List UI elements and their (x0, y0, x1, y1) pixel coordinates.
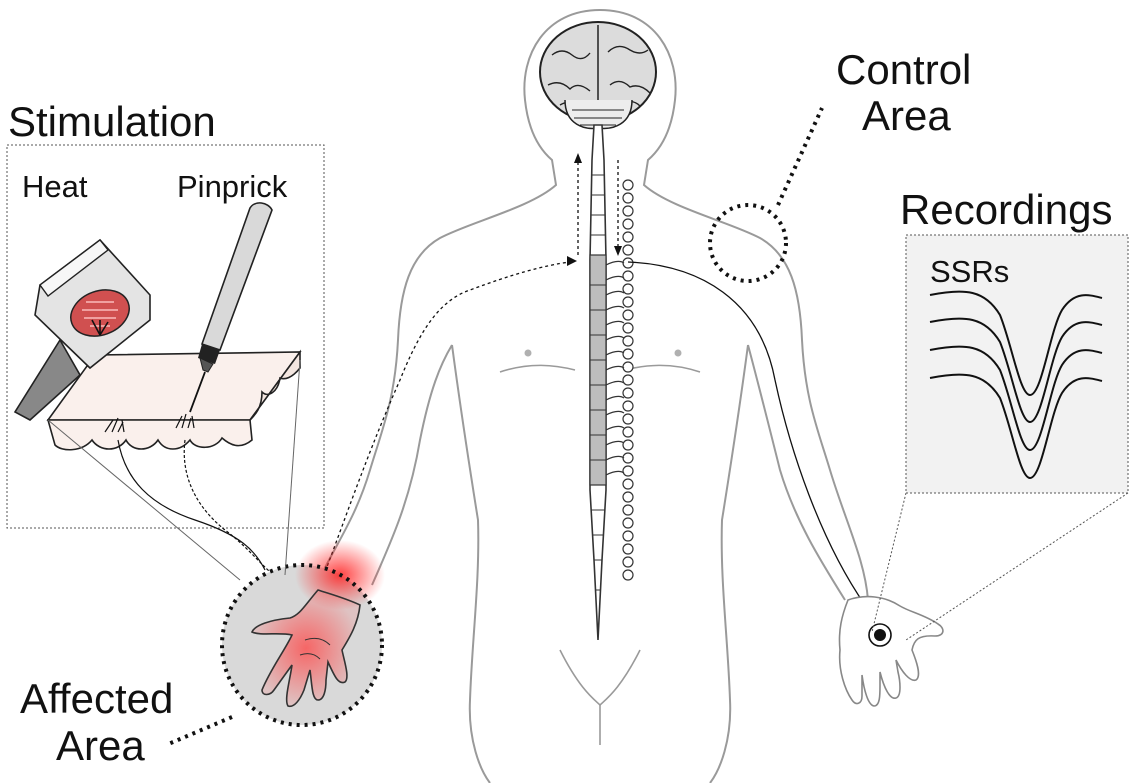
control-area-leader (778, 108, 822, 205)
recordings-title: Recordings (900, 186, 1112, 233)
spinal-rami (606, 261, 624, 475)
control-area-label-line1: Control (836, 46, 971, 93)
affected-area-label-line1: Affected (20, 675, 173, 722)
brain-icon (540, 22, 656, 128)
control-area-circle (710, 205, 786, 281)
ssrs-label: SSRs (930, 254, 1009, 289)
left-nipple (525, 350, 532, 357)
stimulation-title: Stimulation (8, 98, 216, 145)
affected-area (222, 540, 385, 725)
heat-label: Heat (22, 169, 88, 204)
recording-hand (839, 597, 942, 706)
affected-area-label-line2: Area (56, 722, 145, 769)
pinprick-label: Pinprick (177, 169, 288, 204)
right-nipple (675, 350, 682, 357)
affected-area-leader (166, 717, 232, 745)
recordings-leader-right (906, 493, 1128, 640)
control-area-label-line2: Area (862, 92, 951, 139)
sympathetic-chain (623, 180, 633, 580)
